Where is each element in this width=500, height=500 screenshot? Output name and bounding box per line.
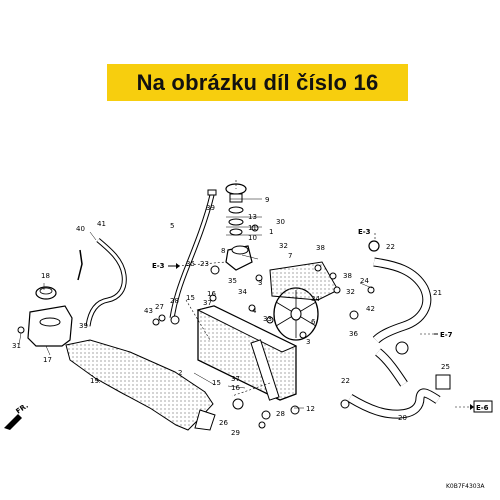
callout-40: 40 [76,225,85,233]
callout-32b: 32 [346,288,355,296]
svg-text:E-7: E-7 [440,331,453,339]
callout-3a: 3 [258,279,262,287]
callout-9: 9 [265,196,269,204]
callout-38b: 38 [343,272,352,280]
callout-15a: 15 [186,294,195,302]
callout-37a: 37 [203,299,212,307]
callout-18: 18 [41,272,50,280]
callout-15b: 15 [212,379,221,387]
callout-24: 24 [360,277,369,285]
lower-cover [65,339,214,431]
callout-7: 7 [288,252,292,260]
callout-31: 31 [12,342,21,350]
callout-10: 10 [248,234,257,242]
callout-41: 41 [97,220,106,228]
banner-text: Na obrázku díl číslo 16 [136,69,379,95]
callout-12: 12 [306,405,315,413]
callout-34b: 34 [311,295,320,303]
callout-13: 13 [248,213,257,221]
callout-35a: 35 [186,260,195,268]
callout-38a: 38 [316,244,325,252]
callout-25: 25 [441,363,450,371]
callout-42: 42 [366,305,375,313]
callout-4: 4 [252,307,257,315]
callout-5: 5 [170,222,174,230]
svg-text:E-3: E-3 [358,228,371,236]
callout-16a: 16 [207,290,216,298]
svg-text:E-6: E-6 [476,404,489,412]
callout-labels: 1 2 3 3 4 5 6 7 8 9 10 11 12 13 15 15 16… [12,196,450,437]
callout-34a: 34 [238,288,247,296]
callout-6: 6 [311,318,316,326]
callout-29: 29 [231,429,240,437]
callout-32a: 32 [279,242,288,250]
callout-43: 43 [144,307,153,315]
callout-22a: 22 [386,243,395,251]
part-number-banner: Na obrázku díl číslo 16 [107,64,408,101]
callout-11: 11 [248,224,257,232]
callout-36: 36 [349,330,358,338]
callout-35b: 35 [228,277,237,285]
diagram-code: K0B7F4303A [446,483,485,490]
callout-8: 8 [221,247,225,255]
callout-23: 23 [200,260,209,268]
siphon-hose [85,238,127,327]
ref-mark-e7: E-7 [434,331,453,339]
ref-mark-e6: E-6 [470,400,493,413]
callout-33: 33 [263,315,272,323]
callout-30: 30 [276,218,285,226]
callout-28b: 28 [276,410,285,418]
callout-27: 27 [155,303,164,311]
svg-text:E-3: E-3 [152,262,165,270]
callout-39b: 39 [79,322,88,330]
callout-2: 2 [178,369,182,377]
callout-16b: 16 [231,384,240,392]
callout-1: 1 [269,228,273,236]
ref-mark-e3-left: E-3 [152,262,180,270]
callout-37b: 37 [231,375,240,383]
callout-39a: 39 [206,204,215,212]
callout-22b: 22 [341,377,350,385]
callout-26: 26 [219,419,228,427]
ref-mark-e3-top: E-3 [358,228,371,236]
callout-17: 17 [43,356,52,364]
front-arrow: FR. [4,402,30,430]
callout-20: 20 [398,414,407,422]
callout-21: 21 [433,289,442,297]
callout-28a: 28 [170,297,179,305]
svg-text:FR.: FR. [15,402,30,416]
cooling-fan [273,287,319,341]
callout-3b: 3 [306,338,310,346]
callout-19: 19 [90,377,99,385]
